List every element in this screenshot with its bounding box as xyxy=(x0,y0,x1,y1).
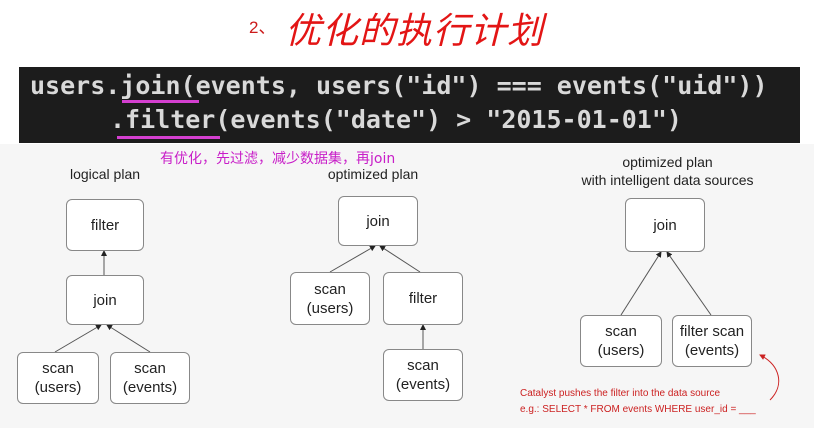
logical-scan-events-node: scan (events) xyxy=(110,352,190,404)
join-underline xyxy=(122,100,199,103)
optimized-join-node: join xyxy=(338,196,418,246)
intelligent-filter-scan-node: filter scan (events) xyxy=(672,315,752,367)
logical-filter-node: filter xyxy=(66,199,144,251)
logical-plan-label: logical plan xyxy=(69,166,141,182)
code-line-2: .filter(events("date") > "2015-01-01") xyxy=(110,105,682,134)
page-title: 优化的执行计划 xyxy=(285,11,545,52)
code-line-1: users.join(events, users("id") === event… xyxy=(30,71,768,100)
filter-underline xyxy=(117,136,220,139)
optimized-filter-node: filter xyxy=(383,272,463,325)
code-block: users.join(events, users("id") === event… xyxy=(19,67,800,143)
optimized-scan-events-node: scan (events) xyxy=(383,349,463,401)
intelligent-plan-label: optimized plan with intelligent data sou… xyxy=(581,154,754,188)
annotation-text: 有优化，先过滤，减少数据集，再join xyxy=(160,151,396,167)
logical-join-node: join xyxy=(66,275,144,325)
note-line-2: e.g.: SELECT * FROM events WHERE user_id… xyxy=(520,404,756,415)
intelligent-scan-users-node: scan (users) xyxy=(580,315,662,367)
optimized-scan-users-node: scan (users) xyxy=(290,272,370,325)
note-line-1: Catalyst pushes the filter into the data… xyxy=(520,388,721,399)
title-number: 2、 xyxy=(249,18,276,37)
optimized-plan-label: optimized plan xyxy=(327,166,419,182)
intelligent-join-node: join xyxy=(625,198,705,252)
logical-scan-users-node: scan (users) xyxy=(17,352,99,404)
